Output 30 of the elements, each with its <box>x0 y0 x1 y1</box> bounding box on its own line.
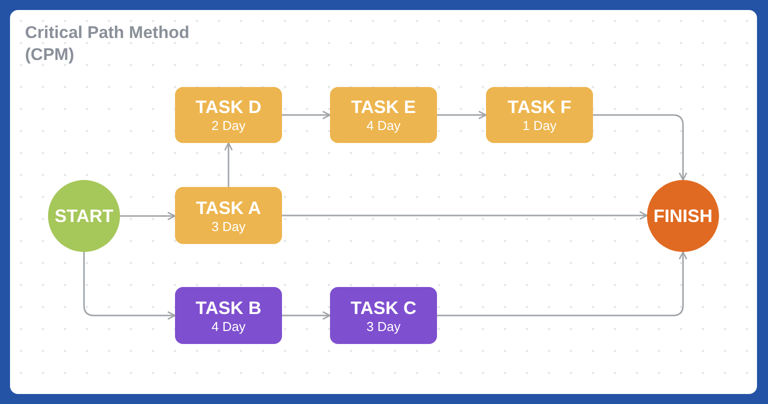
task-box <box>175 187 282 244</box>
task-box <box>486 87 593 143</box>
duration: 4 Day <box>366 118 400 134</box>
task-box <box>330 87 437 143</box>
task-name: TASK F <box>508 96 572 118</box>
duration: 3 Day <box>366 318 400 334</box>
arrow <box>437 110 487 120</box>
arrow <box>282 211 648 220</box>
arrow <box>282 110 331 120</box>
task-box <box>175 87 282 143</box>
arrow <box>120 212 176 220</box>
task-box <box>330 287 437 344</box>
arrow <box>224 142 233 187</box>
task-name: TASK C <box>350 296 416 318</box>
task-name: TASK D <box>196 96 262 118</box>
duration: 1 Day <box>522 118 556 134</box>
task-name: FINISH <box>653 205 712 227</box>
task-name: TASK B <box>196 296 262 318</box>
task-box <box>175 287 282 344</box>
arrow <box>282 311 331 320</box>
arrow <box>593 114 688 181</box>
task-name: TASK E <box>351 96 416 118</box>
task-name: START <box>54 205 114 227</box>
duration: 2 Day <box>212 118 246 134</box>
duration: 4 Day <box>212 318 246 334</box>
task-name: TASK A <box>196 196 261 218</box>
title: Critical Path Method (CPM) <box>25 22 190 66</box>
arrow <box>83 252 176 320</box>
arrow <box>437 251 688 316</box>
duration: 3 Day <box>212 218 246 234</box>
